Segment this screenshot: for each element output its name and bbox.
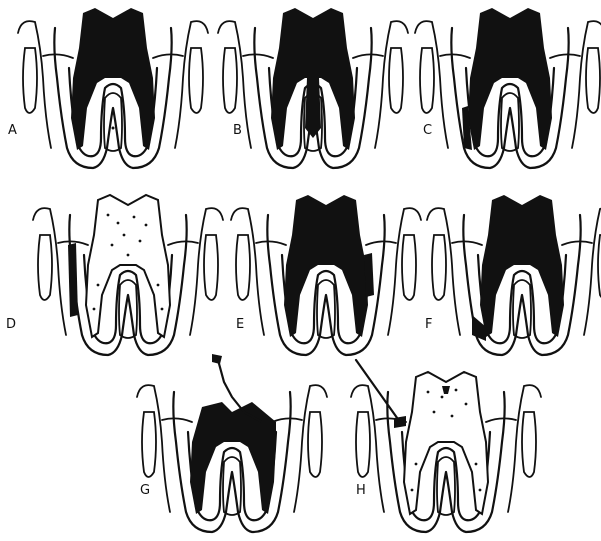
panel-label-f: F bbox=[425, 317, 432, 332]
panel-label-h: H bbox=[356, 483, 366, 498]
tooth-b bbox=[218, 8, 408, 168]
tooth-f bbox=[427, 195, 601, 355]
tooth-h bbox=[351, 360, 541, 532]
panel-label-b: B bbox=[233, 123, 242, 138]
tooth-c bbox=[415, 8, 601, 168]
panel-label-a: A bbox=[8, 123, 17, 138]
panel-f: F bbox=[425, 195, 601, 355]
panel-label-d: D bbox=[6, 317, 16, 332]
panel-label-c: C bbox=[423, 123, 432, 138]
panel-label-e: E bbox=[236, 317, 244, 332]
panel-b: B bbox=[218, 8, 408, 168]
panel-a: A bbox=[8, 8, 208, 168]
panel-g: G bbox=[137, 354, 327, 532]
panel-d: D bbox=[6, 195, 223, 355]
tooth-a bbox=[18, 8, 208, 168]
tooth-d bbox=[33, 195, 223, 355]
panel-h: H bbox=[351, 360, 541, 532]
tooth-g bbox=[137, 354, 327, 532]
panel-c: C bbox=[415, 8, 601, 168]
panel-label-g: G bbox=[140, 483, 150, 498]
tooth-e bbox=[231, 195, 421, 355]
panel-e: E bbox=[231, 195, 421, 355]
